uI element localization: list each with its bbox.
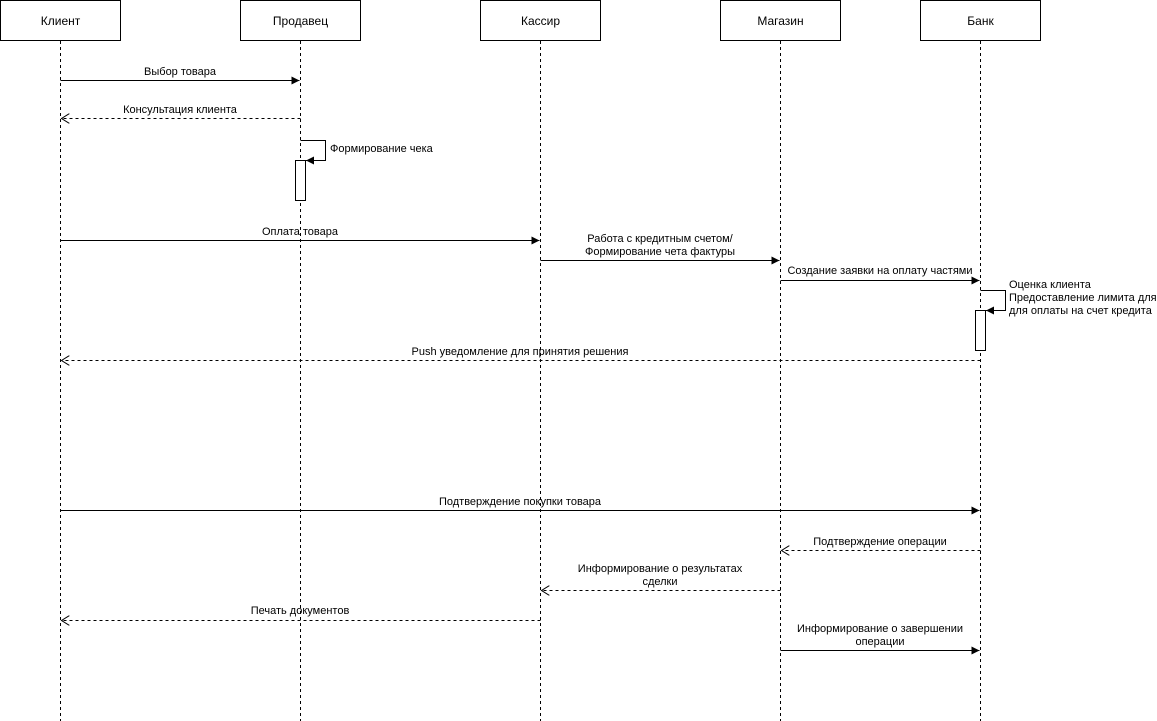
actor-store[interactable]: Магазин (720, 0, 841, 41)
activation-seller (295, 160, 306, 201)
message-label-line: сделки (642, 576, 678, 588)
message-label-line: Выбор товара (144, 66, 216, 78)
message-label-line: Оплата товара (261, 226, 339, 238)
message-label: Push уведомление для принятия решения (412, 346, 629, 359)
message-label: Консультация клиента (123, 104, 237, 117)
message-label-line: Предоставление лимита для (1009, 292, 1157, 304)
message-label-line: Информирование о завершении (796, 623, 964, 635)
message-label: Формирование чека (330, 143, 433, 156)
self-message-arrow (980, 290, 1006, 315)
actor-cashier-label: Кассир (520, 13, 561, 28)
actor-bank-label: Банк (967, 13, 994, 28)
message-label-line: Создание заявки на оплату частями (787, 265, 973, 277)
message-label: Подтверждение покупки товара (439, 496, 601, 509)
message-label-line: Push уведомление для принятия решения (411, 346, 629, 358)
message-label: Создание заявки на оплату частями (787, 265, 972, 278)
message-label: Выбор товара (144, 66, 216, 79)
actor-bank[interactable]: Банк (920, 0, 1041, 41)
message-label: Печать документов (251, 605, 350, 618)
message-label-line: Печать документов (250, 605, 350, 617)
self-message-arrow (300, 140, 326, 165)
actor-client[interactable]: Клиент (0, 0, 121, 41)
message-label-line: Подтверждение операции (813, 536, 947, 548)
activation-bank (975, 310, 986, 351)
message-label: Оплата товара (262, 226, 338, 239)
actor-store-label: Магазин (757, 13, 804, 28)
message-label-line: операции (855, 636, 905, 648)
actor-cashier[interactable]: Кассир (480, 0, 601, 41)
message-label-line: Оценка клиента (1009, 279, 1091, 291)
actor-seller-label: Продавец (272, 13, 329, 28)
message-label-line: Информирование о результатах (577, 563, 743, 575)
actor-seller[interactable]: Продавец (240, 0, 361, 41)
message-label-line: Консультация клиента (123, 104, 237, 116)
message-label-line: Формирование чета фактуры (584, 246, 736, 258)
message-label: Подтверждение операции (813, 536, 947, 549)
message-label: Работа с кредитным счетом/Формирование ч… (585, 233, 735, 259)
message-label-line: Подтверждение покупки товара (438, 496, 602, 508)
message-label-line: для оплаты на счет кредита (1009, 305, 1152, 317)
message-label-line: Формирование чека (330, 143, 433, 155)
actor-client-label: Клиент (40, 13, 81, 28)
message-label-line: Работа с кредитным счетом/ (587, 233, 733, 245)
